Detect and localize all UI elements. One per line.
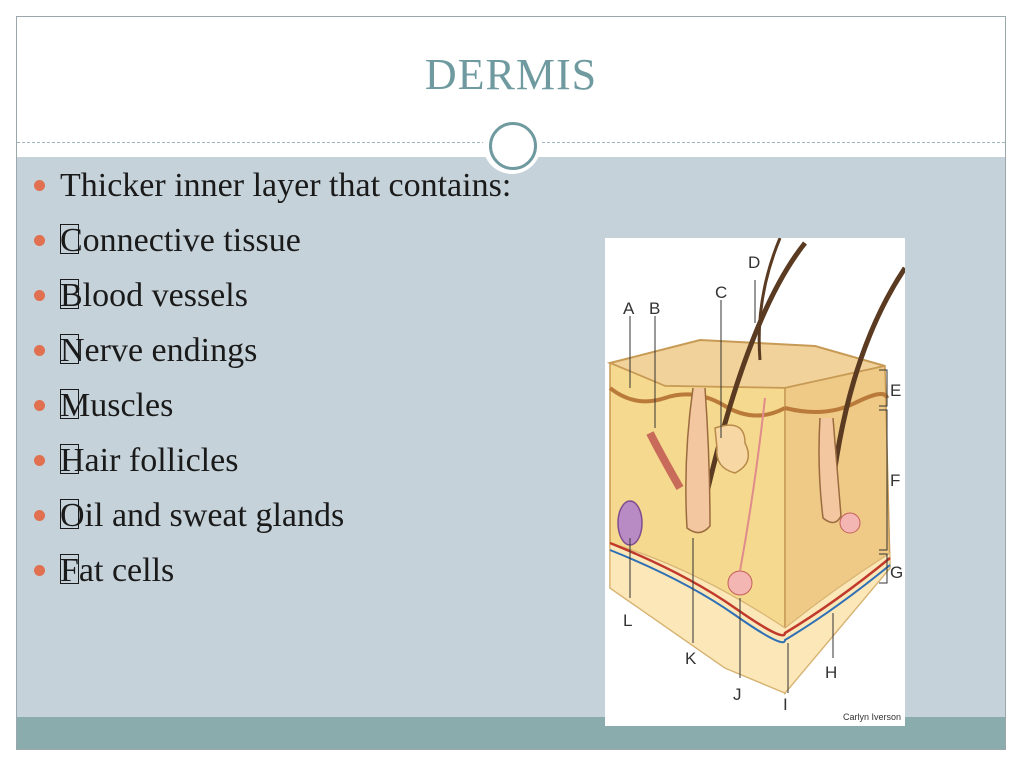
label-k: K — [685, 649, 697, 668]
label-h: H — [825, 663, 837, 682]
bullet-dot-icon — [34, 345, 45, 356]
bullet-text: Thicker inner layer that contains: — [60, 167, 512, 204]
bullet-dot-icon — [34, 455, 45, 466]
bullet-dot-icon — [34, 235, 45, 246]
bullet-text: Oil and sweat glands — [60, 497, 345, 534]
bullet-dot-icon — [34, 565, 45, 576]
bullet-text: Fat cells — [60, 552, 175, 589]
missing-glyph-icon — [60, 553, 79, 585]
bullet-text: Connective tissue — [60, 222, 301, 259]
label-f: F — [890, 471, 900, 490]
slide-title: DERMIS — [424, 50, 598, 99]
label-i: I — [783, 695, 788, 714]
bullet-item: Connective tissue — [30, 219, 511, 274]
bullet-text: Muscles — [60, 387, 174, 424]
circle-ornament-icon — [483, 116, 541, 174]
label-a: A — [623, 299, 635, 318]
bullet-item: Hair follicles — [30, 439, 511, 494]
bullet-text: Hair follicles — [60, 442, 239, 479]
bullet-list: Thicker inner layer that contains: Conne… — [30, 164, 511, 604]
label-b: B — [649, 299, 660, 318]
label-g: G — [890, 563, 903, 582]
skin-diagram: A B C D E F G H I J K L Carlyn Iverson — [605, 238, 905, 726]
bullet-item: Fat cells — [30, 549, 511, 604]
bullet-dot-icon — [34, 400, 45, 411]
bullet-text: Blood vessels — [60, 277, 248, 314]
label-d: D — [748, 253, 760, 272]
missing-glyph-icon — [60, 333, 79, 365]
bullet-item: Thicker inner layer that contains: — [30, 164, 511, 219]
label-j: J — [733, 685, 742, 704]
bullet-item: Muscles — [30, 384, 511, 439]
skin-cross-section-illustration: A B C D E F G H I J K L — [606, 238, 905, 714]
missing-glyph-icon — [60, 443, 79, 475]
missing-glyph-icon — [60, 278, 79, 310]
bullet-dot-icon — [34, 180, 45, 191]
ornament-ring — [489, 122, 537, 170]
label-e: E — [890, 381, 901, 400]
bullet-dot-icon — [34, 290, 45, 301]
label-l: L — [623, 611, 632, 630]
bullet-text: Nerve endings — [60, 332, 258, 369]
bullet-dot-icon — [34, 510, 45, 521]
image-credit: Carlyn Iverson — [842, 712, 901, 722]
bullet-item: Oil and sweat glands — [30, 494, 511, 549]
missing-glyph-icon — [60, 223, 79, 255]
bullet-item: Nerve endings — [30, 329, 511, 384]
missing-glyph-icon — [60, 388, 79, 420]
label-c: C — [715, 283, 727, 302]
bullet-item: Blood vessels — [30, 274, 511, 329]
missing-glyph-icon — [60, 498, 79, 530]
